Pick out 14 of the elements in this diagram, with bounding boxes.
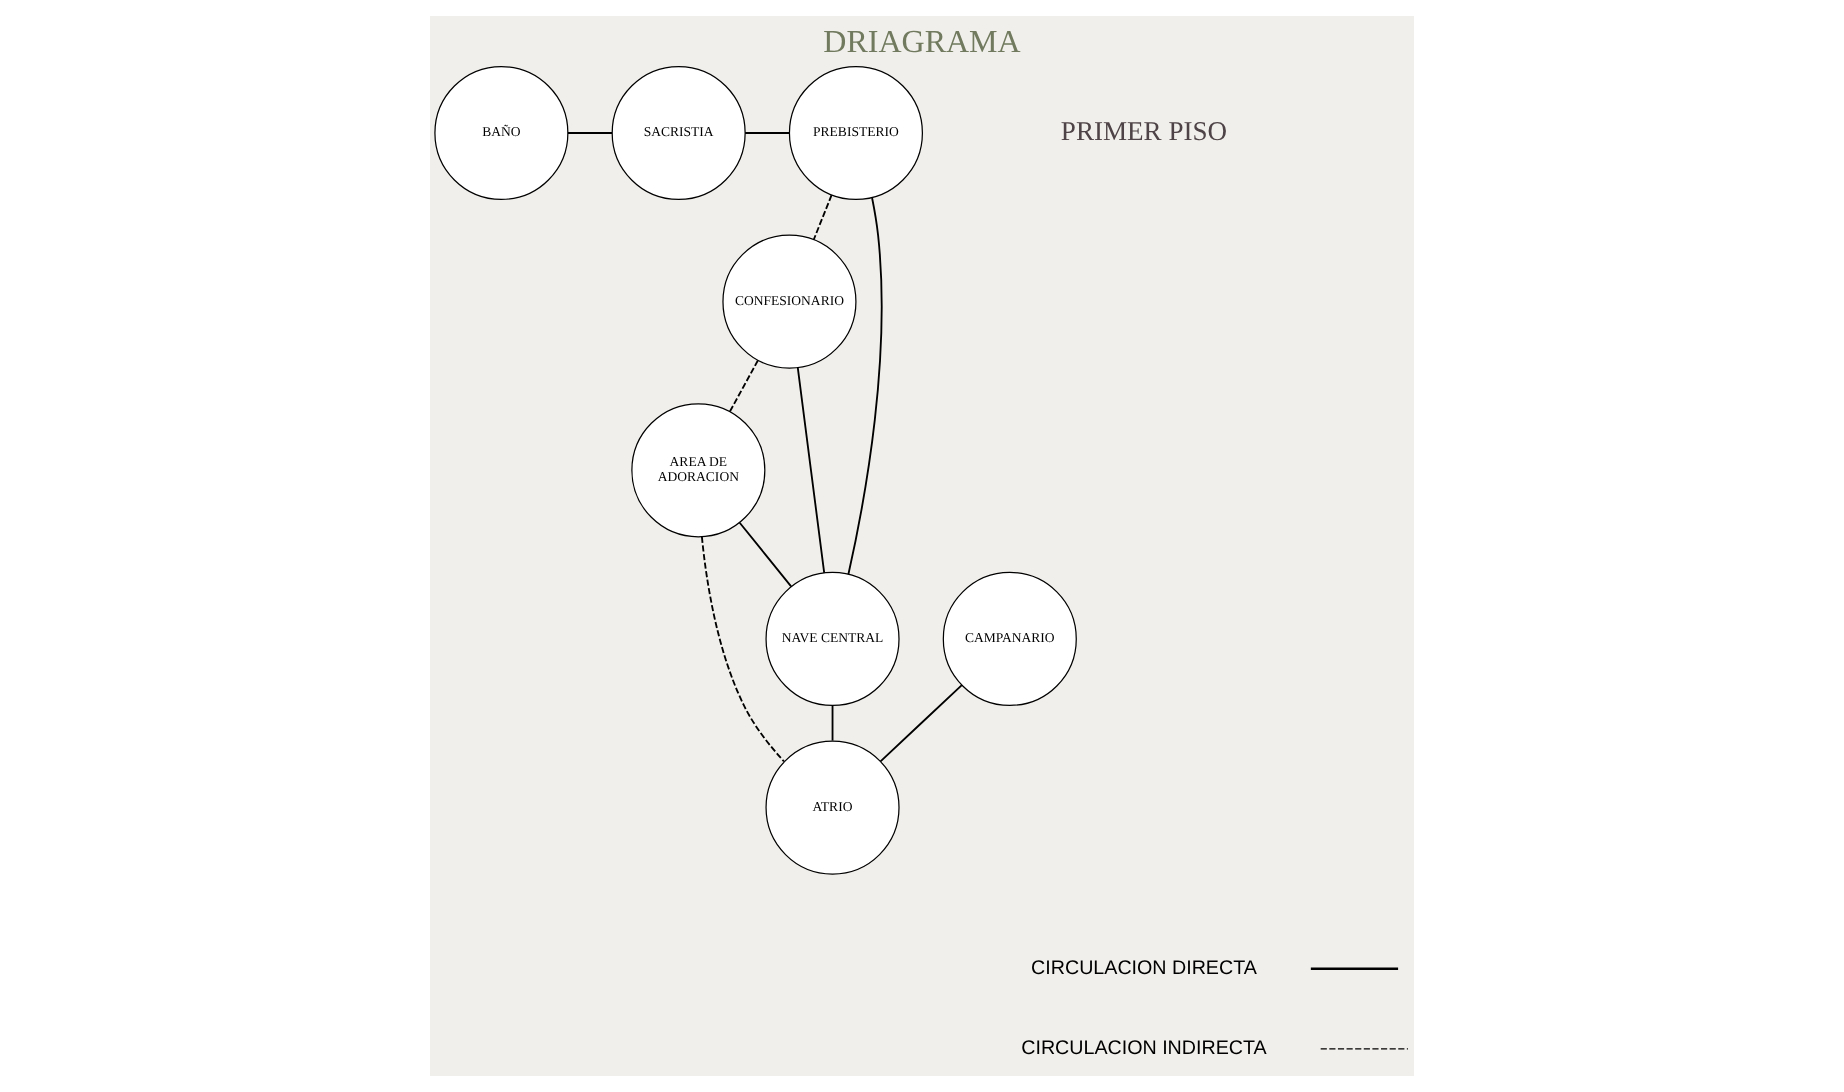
connector (566, 132, 613, 134)
connector (744, 132, 791, 134)
legend-label: CIRCULACION INDIRECTA (1021, 1037, 1267, 1060)
legend-label: CIRCULACION DIRECTA (1031, 957, 1257, 980)
diagram-title: DRIAGRAMA (823, 25, 1021, 60)
connector (796, 366, 826, 574)
connector (812, 194, 833, 241)
connector (847, 197, 883, 576)
connector (831, 704, 834, 742)
label: PRIMER PISO (1060, 115, 1228, 146)
connector (879, 684, 963, 763)
connector (728, 359, 759, 413)
connector (700, 536, 785, 763)
connector (738, 521, 792, 588)
